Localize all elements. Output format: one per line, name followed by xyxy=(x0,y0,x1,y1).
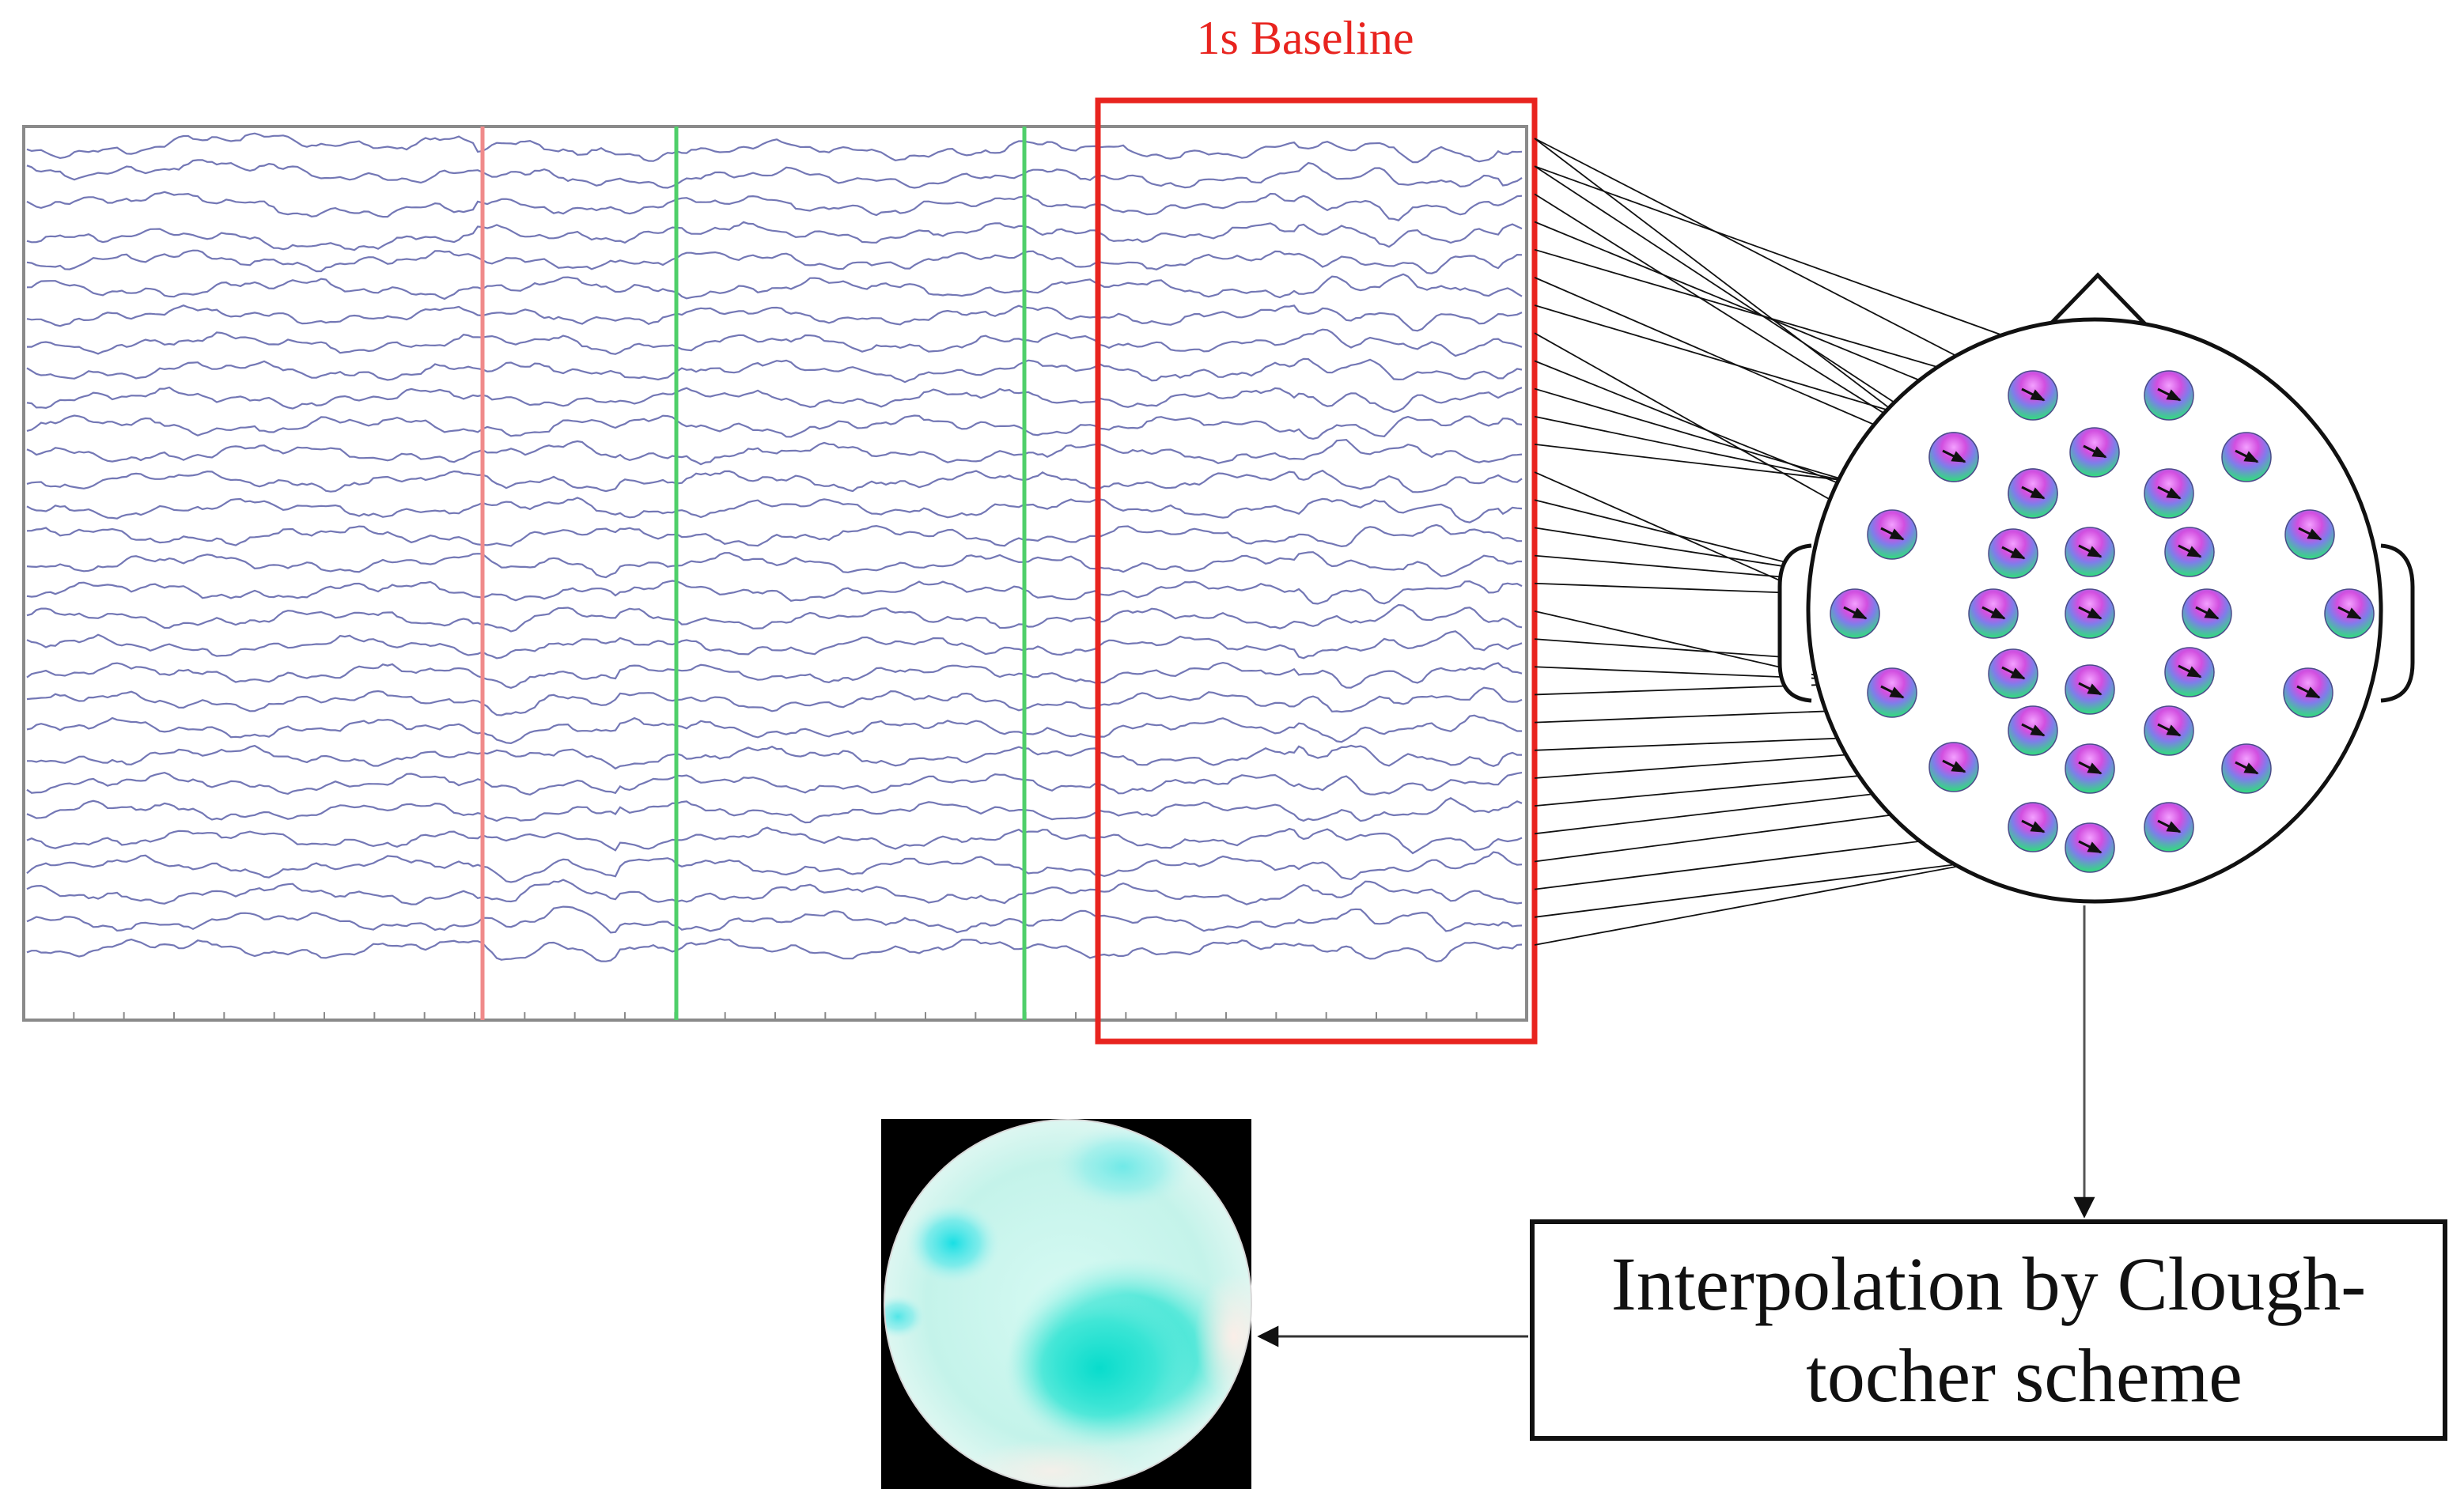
left-ear-icon xyxy=(1777,543,1812,703)
interpolation-box: Interpolation by Clough- tocher scheme xyxy=(1530,1219,2447,1441)
topomap-outline xyxy=(884,1119,1252,1487)
electrode-arrow xyxy=(2235,449,2259,463)
eeg-trace xyxy=(26,580,1523,605)
electrode-arrow xyxy=(2001,546,2026,560)
electrode-arrow xyxy=(1981,606,2006,620)
interpolation-label-line2: tocher scheme xyxy=(1806,1333,2243,1418)
eeg-trace xyxy=(26,438,1523,466)
electrode-arrow xyxy=(2021,723,2046,737)
electrode-arrow xyxy=(2021,486,2046,500)
connector-line xyxy=(1534,138,2034,396)
electrode-arrow xyxy=(1843,606,1868,620)
eeg-trace xyxy=(26,249,1523,274)
electrode-array xyxy=(1830,370,2375,873)
electrode-arrow xyxy=(1942,759,1966,773)
topographic-map xyxy=(881,1119,1252,1489)
electrode-arrow xyxy=(2078,840,2103,854)
eeg-trace xyxy=(26,797,1523,824)
electrode-arrow xyxy=(2337,606,2362,620)
electrode-arrow xyxy=(2083,444,2107,459)
eeg-trace xyxy=(26,686,1523,716)
eeg-trace xyxy=(26,630,1523,660)
eeg-trace xyxy=(26,826,1523,855)
eeg-trace xyxy=(26,304,1523,332)
eeg-trace xyxy=(26,905,1523,934)
electrode-arrow xyxy=(2178,544,2202,558)
eeg-trace xyxy=(26,414,1523,440)
eeg-trace xyxy=(26,497,1523,523)
electrode-arrow xyxy=(2001,666,2026,680)
electrode-arrow xyxy=(2078,606,2103,620)
baseline-label: 1s Baseline xyxy=(1196,12,1414,64)
right-ear-icon xyxy=(2380,543,2415,703)
interpolation-label-line1: Interpolation by Clough- xyxy=(1610,1242,2367,1326)
eeg-trace xyxy=(26,661,1523,689)
eeg-trace xyxy=(26,851,1523,883)
electrode-arrow xyxy=(2157,723,2182,737)
eeg-trace xyxy=(26,771,1523,796)
eeg-traces xyxy=(26,132,1523,963)
eeg-trace xyxy=(26,221,1523,251)
eeg-trace xyxy=(26,159,1523,189)
electrode-arrow xyxy=(1942,449,1966,463)
electrode-arrow xyxy=(2157,387,2182,402)
electrode-arrow xyxy=(2235,761,2259,775)
electrode-arrow xyxy=(2021,819,2046,833)
electrode-arrow xyxy=(2078,544,2103,558)
eeg-trace xyxy=(27,328,1523,357)
eeg-trace xyxy=(26,357,1523,384)
electrode-arrow xyxy=(1880,685,1905,699)
eeg-trace xyxy=(26,386,1523,414)
eeg-trace xyxy=(27,744,1522,770)
eeg-trace xyxy=(26,191,1523,221)
eeg-axis-ticks xyxy=(23,1012,1527,1020)
electrode-arrow xyxy=(2078,761,2103,775)
electrode-arrow xyxy=(2078,682,2103,696)
connector-line xyxy=(1534,138,1955,458)
electrode-arrow xyxy=(2157,486,2182,500)
eeg-trace xyxy=(26,879,1523,905)
electrode-arrow xyxy=(2178,664,2202,678)
eeg-trace xyxy=(26,714,1522,745)
electrode-arrow xyxy=(1880,527,1905,541)
electrode-arrow xyxy=(2021,387,2046,402)
eeg-trace xyxy=(26,551,1522,579)
electrode-arrow xyxy=(2157,819,2182,833)
eeg-panel xyxy=(22,125,1528,1022)
eeg-trace xyxy=(26,132,1523,164)
eeg-trace xyxy=(26,273,1523,300)
eeg-trace xyxy=(26,469,1523,493)
eeg-trace xyxy=(26,523,1523,548)
head-model xyxy=(1777,272,2415,904)
electrode-arrow xyxy=(2195,606,2220,620)
nose-icon xyxy=(2046,272,2150,329)
electrode-arrow xyxy=(2296,685,2321,699)
electrode-arrow xyxy=(2298,527,2322,541)
eeg-trace xyxy=(26,938,1523,963)
baseline-window xyxy=(1095,97,1538,1045)
eeg-trace xyxy=(26,603,1523,633)
